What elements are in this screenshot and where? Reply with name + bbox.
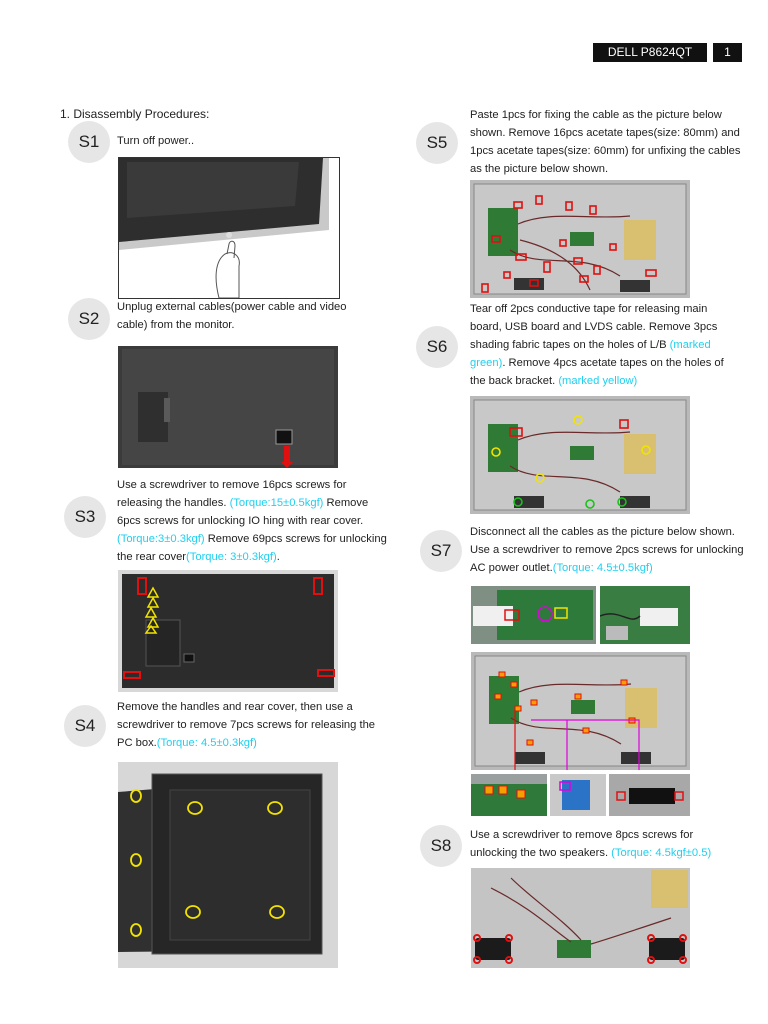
- s4-torque-1: (Torque: 4.5±0.3kgf): [156, 737, 257, 749]
- photo-conductive-tapes: [470, 396, 690, 514]
- step-text-s8: Use a screwdriver to remove 8pcs screws …: [470, 826, 742, 862]
- s6-text-1: Tear off 2pcs conductive tape for releas…: [470, 303, 718, 351]
- s8-text-1: Use a screwdriver to remove 8pcs screws …: [470, 829, 694, 859]
- step-text-s4: Remove the handles and rear cover, then …: [117, 698, 387, 752]
- s6-marked-green: (marked green): [470, 339, 711, 369]
- s8-torque-1: (Torque: 4.5kgf±0.5): [611, 847, 712, 859]
- s6-marked-yellow: (marked yellow): [558, 375, 638, 387]
- photo-pc-box-screws: [118, 762, 338, 968]
- step-text-s7: Disconnect all the cables as the picture…: [470, 523, 744, 577]
- photo-speaker-screws: [471, 868, 690, 968]
- photo-cable-detail-left: [471, 586, 596, 644]
- step-badge-s2: S2: [68, 298, 110, 340]
- s6-text-2: . Remove 4pcs acetate tapes on the holes…: [470, 357, 724, 387]
- step-badge-s6: S6: [416, 326, 458, 368]
- step-text-s2: Unplug external cables(power cable and v…: [117, 301, 347, 331]
- photo-acetate-tapes: [470, 180, 690, 298]
- s7-torque-1: (Torque: 4.5±0.5kgf): [552, 562, 653, 574]
- photo-power-off: [118, 157, 340, 299]
- step-text-s5: Paste 1pcs for fixing the cable as the p…: [470, 109, 741, 175]
- step-text-s1: Turn off power..: [117, 135, 195, 147]
- s3-text-2: Remove 6pcs screws for unlocking IO hing…: [117, 497, 369, 527]
- photo-unplug-cables: [118, 346, 338, 468]
- photo-connector-2: [550, 774, 606, 816]
- photo-connector-1: [471, 774, 547, 816]
- step-badge-s8: S8: [420, 825, 462, 867]
- s3-text-3: Remove 69pcs screws for unlocking the re…: [117, 533, 387, 563]
- header-model-label: DELL P8624QT: [593, 43, 707, 62]
- step-badge-s5: S5: [416, 122, 458, 164]
- s4-text-1: Remove the handles and rear cover, then …: [117, 701, 376, 749]
- photo-connector-3: [609, 774, 690, 816]
- step-badge-s1: S1: [68, 121, 110, 163]
- s3-text-4: .: [276, 551, 280, 563]
- step-badge-s4: S4: [64, 705, 106, 747]
- procedure-title: 1. Disassembly Procedures:: [60, 107, 210, 121]
- step-badge-s7: S7: [420, 530, 462, 572]
- s7-text-1: Disconnect all the cables as the picture…: [470, 526, 744, 574]
- step-text-s3: Use a screwdriver to remove 16pcs screws…: [117, 476, 387, 566]
- s3-torque-2: (Torque:3±0.3kgf): [117, 533, 205, 545]
- photo-cable-detail-right: [600, 586, 690, 644]
- photo-rear-cover-screws: [118, 570, 338, 692]
- step-badge-s3: S3: [64, 496, 106, 538]
- s3-torque-1: (Torque:15±0.5kgf): [229, 497, 324, 509]
- header-page-number: 1: [713, 43, 742, 62]
- s3-text-1: Use a screwdriver to remove 16pcs screws…: [117, 479, 347, 509]
- photo-cable-overview: [471, 652, 690, 770]
- step-text-s6: Tear off 2pcs conductive tape for releas…: [470, 300, 742, 390]
- s3-torque-3: (Torque: 3±0.3kgf): [186, 551, 277, 563]
